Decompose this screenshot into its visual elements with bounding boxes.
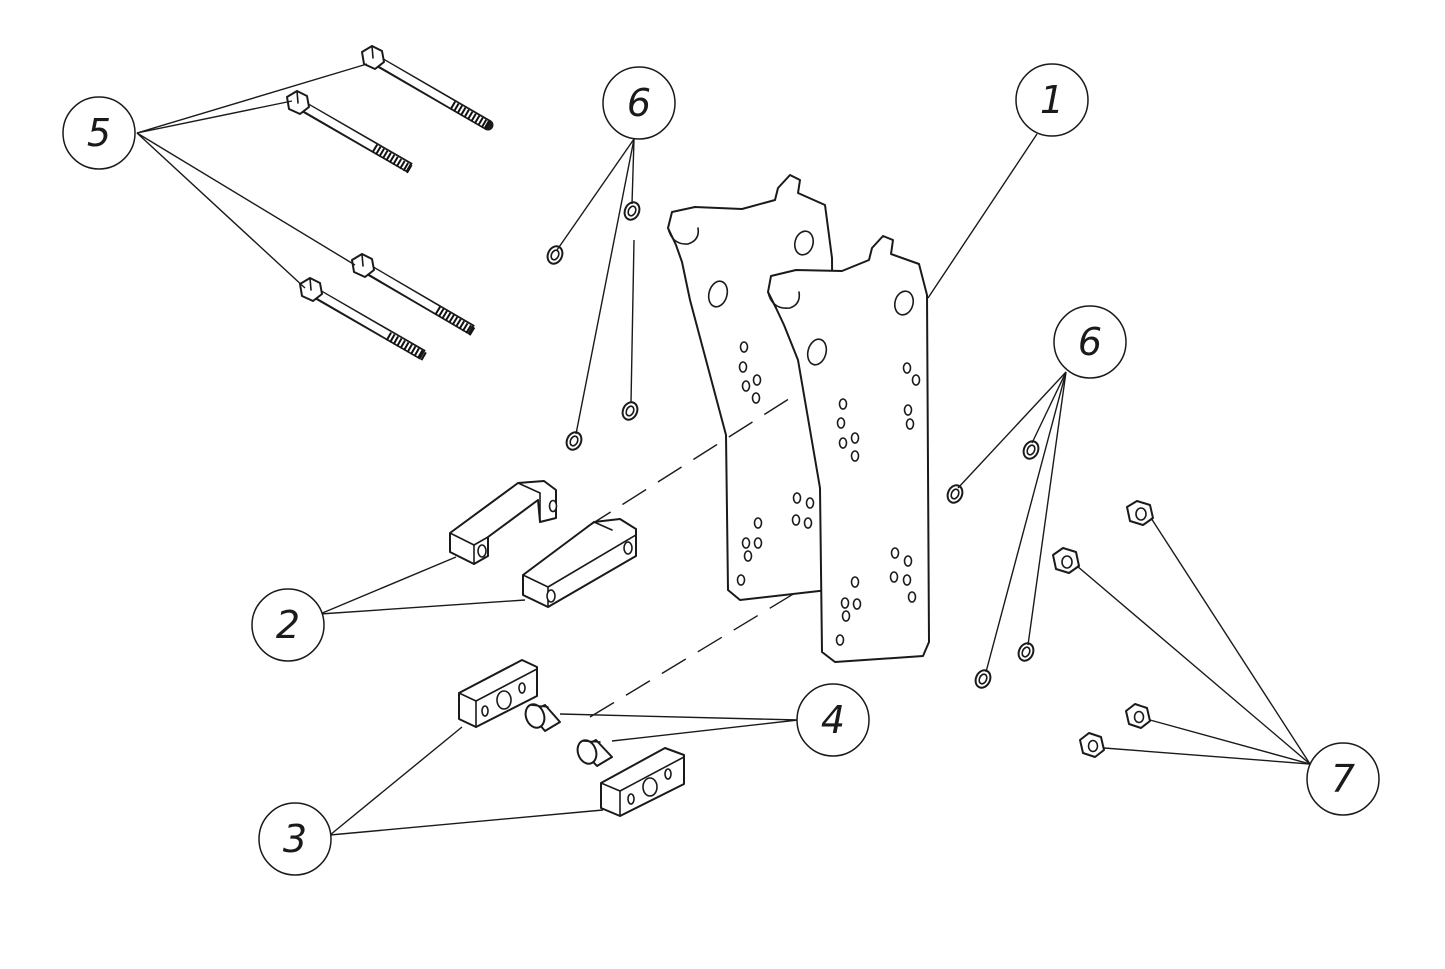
pin-upper: [524, 703, 561, 732]
nut-group: [1052, 500, 1154, 758]
plate-front: [767, 235, 930, 663]
bolt-1: [361, 45, 494, 131]
plate-front-holes: [835, 362, 921, 646]
callout-7-label: 7: [1331, 757, 1355, 801]
bolt-3: [351, 253, 476, 336]
callout-7: 7: [1306, 742, 1380, 816]
callout-2: 2: [251, 588, 325, 662]
callout-3: 3: [258, 802, 332, 876]
spacer-bracket-upper: [449, 480, 558, 565]
bolt-group: [286, 45, 494, 361]
callout-6-left: 6: [602, 66, 676, 140]
washer-group-right: [946, 440, 1040, 689]
callout-6-right: 6: [1053, 305, 1127, 379]
callout-4: 4: [796, 683, 870, 757]
callout-2-label: 2: [276, 603, 300, 647]
leader-lines: [136, 63, 1311, 836]
callout-5-label: 5: [87, 111, 111, 155]
block-upper: [458, 659, 538, 728]
bolt-4: [299, 277, 428, 361]
callout-4-label: 4: [821, 698, 845, 742]
bolt-2: [286, 90, 414, 174]
plate-back-holes: [736, 341, 815, 586]
callout-1: 1: [1015, 63, 1089, 137]
washer-group-left: [546, 201, 641, 451]
spacer-bracket-lower: [522, 518, 637, 608]
block-lower: [600, 747, 685, 817]
callout-1-label: 1: [1040, 78, 1064, 122]
callout-6-left-label: 6: [627, 81, 651, 125]
callout-6-right-label: 6: [1078, 320, 1102, 364]
callout-5: 5: [62, 96, 136, 170]
callout-3-label: 3: [283, 817, 307, 861]
pin-lower: [576, 739, 613, 767]
